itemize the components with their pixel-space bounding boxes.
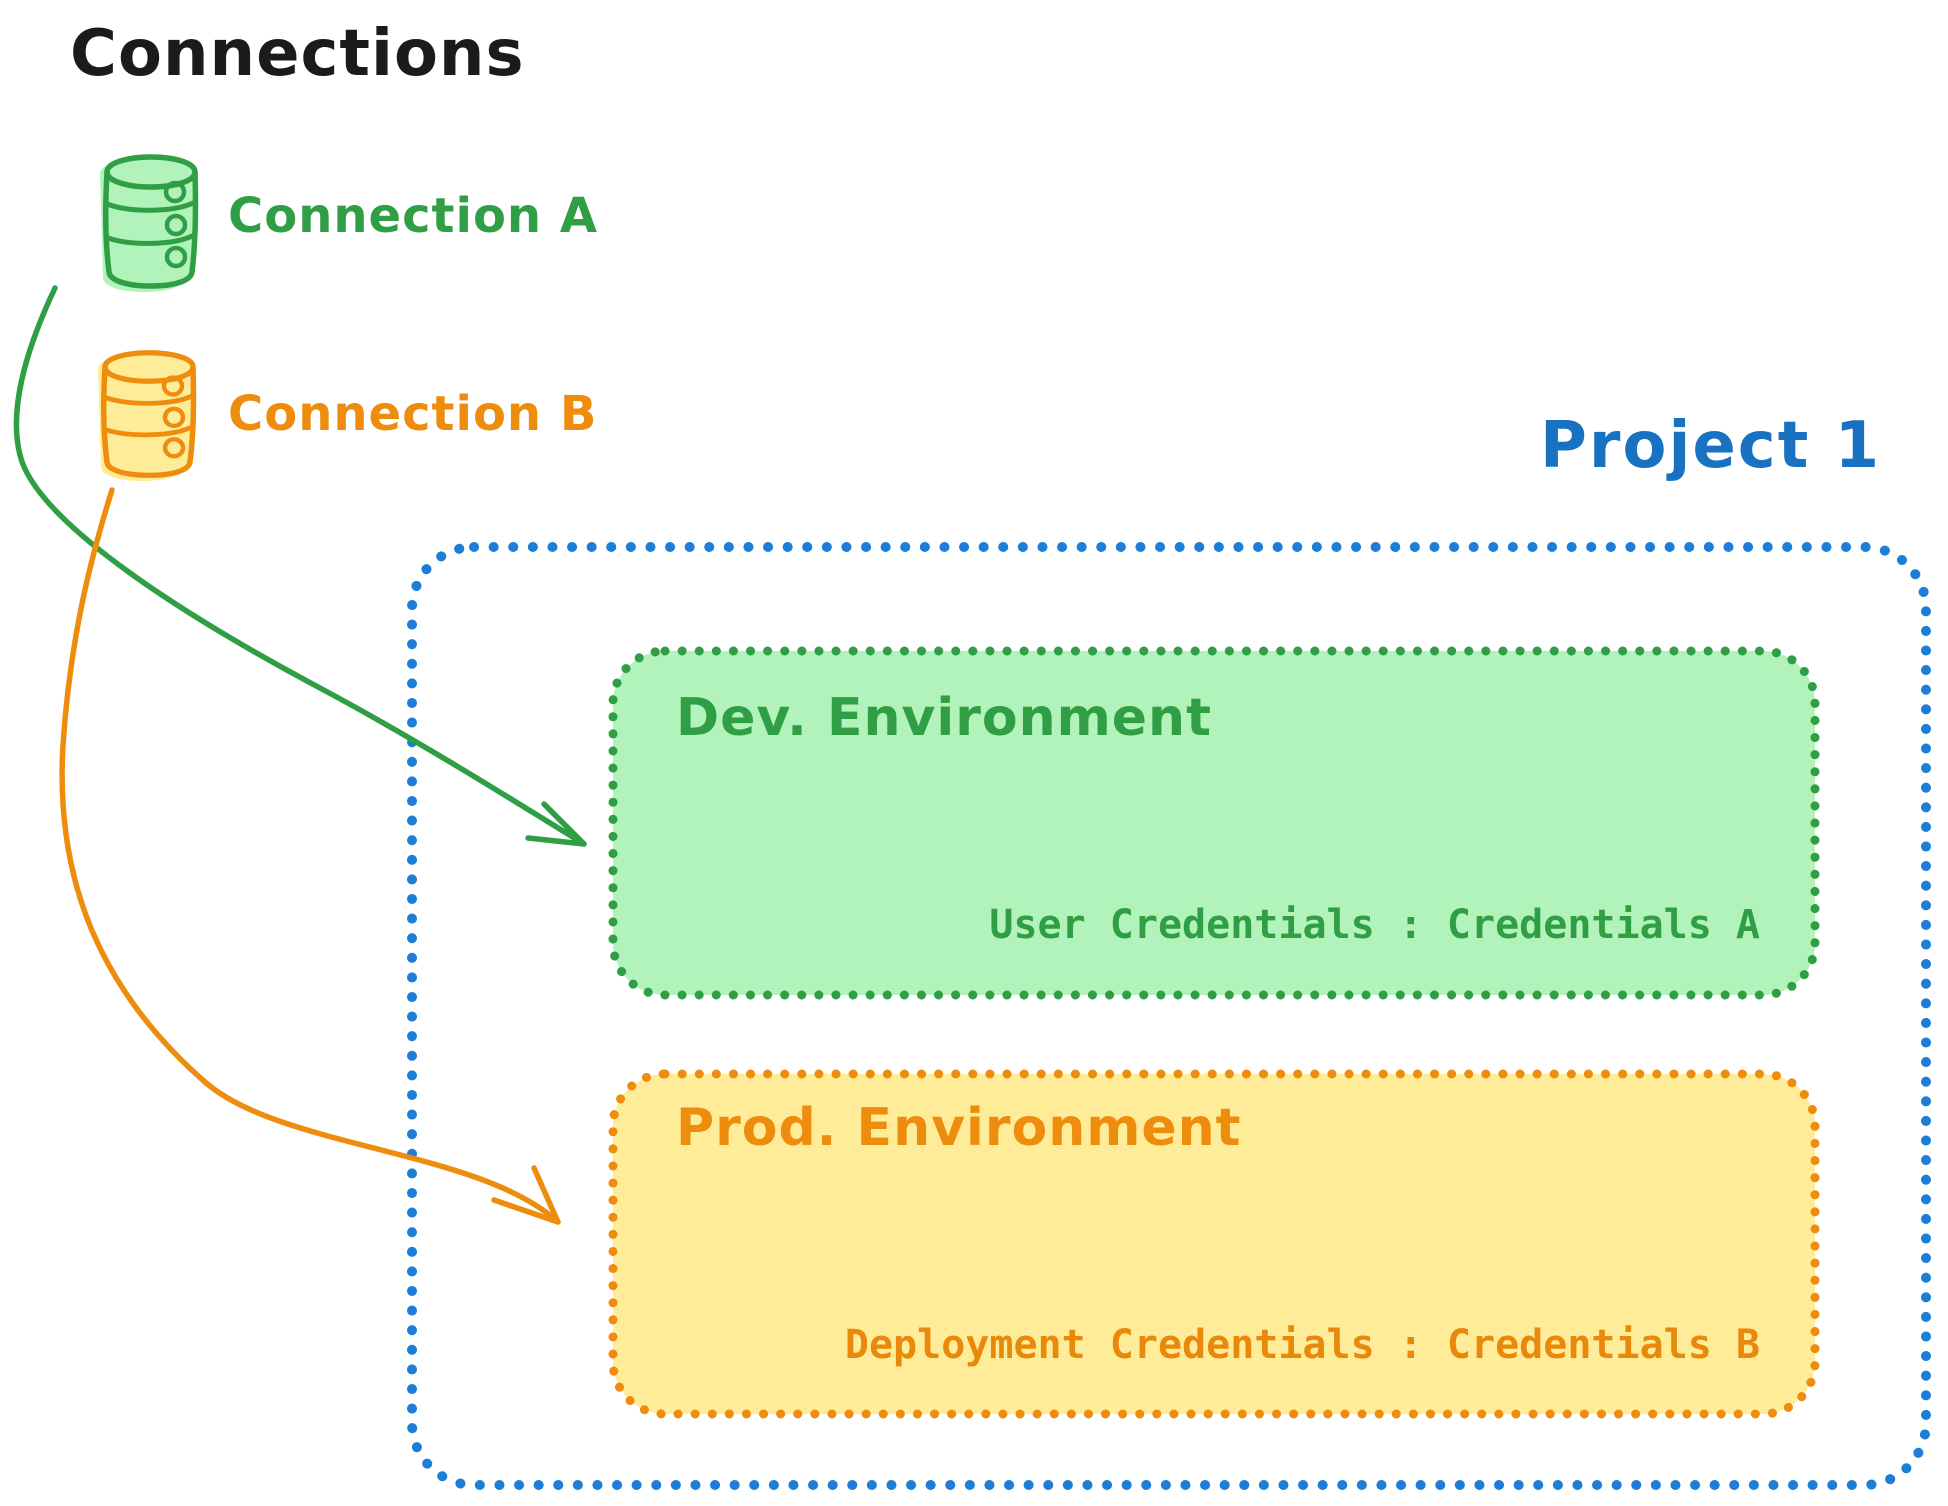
connection-b-label: Connection B	[228, 386, 598, 442]
connections-title: Connections	[70, 17, 525, 91]
prod-environment-title: Prod. Environment	[676, 1098, 1242, 1158]
database-icon	[100, 157, 196, 292]
project-boundary	[407, 542, 1931, 1490]
connection-b-arrow	[59, 487, 561, 1225]
dev-environment-title: Dev. Environment	[676, 688, 1212, 748]
prod-credentials-text: Deployment Credentials : Credentials B	[844, 1322, 1760, 1368]
connection-a-label: Connection A	[228, 188, 598, 244]
dev-credentials-text: User Credentials : Credentials A	[989, 902, 1760, 948]
project-title: Project 1	[1540, 409, 1882, 483]
prod-environment-box	[608, 1069, 1820, 1419]
database-icon	[98, 353, 194, 481]
dev-environment-box	[608, 646, 1820, 1000]
connection-a-arrow	[13, 285, 587, 847]
